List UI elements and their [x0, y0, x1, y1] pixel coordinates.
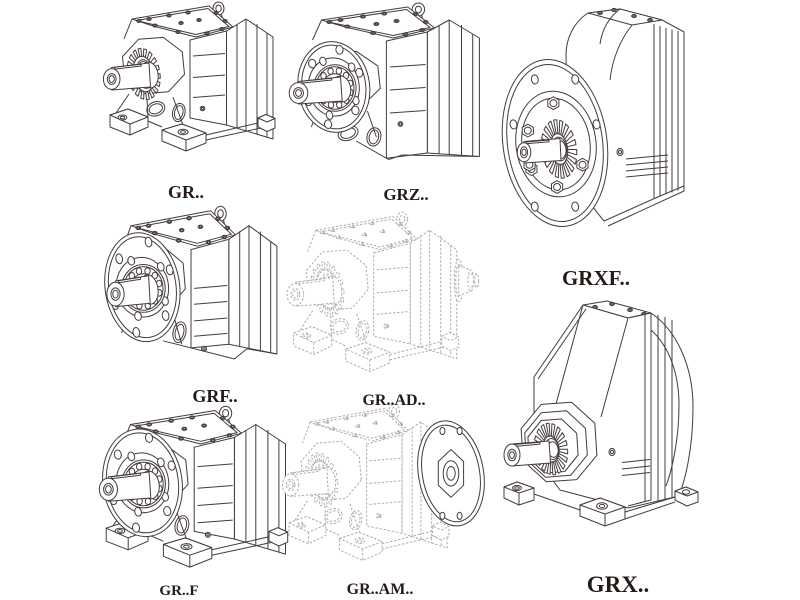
svg-text:GRX..: GRX.. — [587, 572, 650, 597]
svg-text:GR..F: GR..F — [159, 583, 198, 599]
svg-text:GR..AM..: GR..AM.. — [347, 581, 414, 598]
svg-text:GR..AD..: GR..AD.. — [362, 392, 425, 409]
svg-text:GR..: GR.. — [168, 182, 204, 202]
svg-text:GRZ..: GRZ.. — [383, 185, 428, 204]
svg-text:GRF..: GRF.. — [192, 386, 237, 406]
svg-text:GRXF..: GRXF.. — [562, 266, 630, 290]
